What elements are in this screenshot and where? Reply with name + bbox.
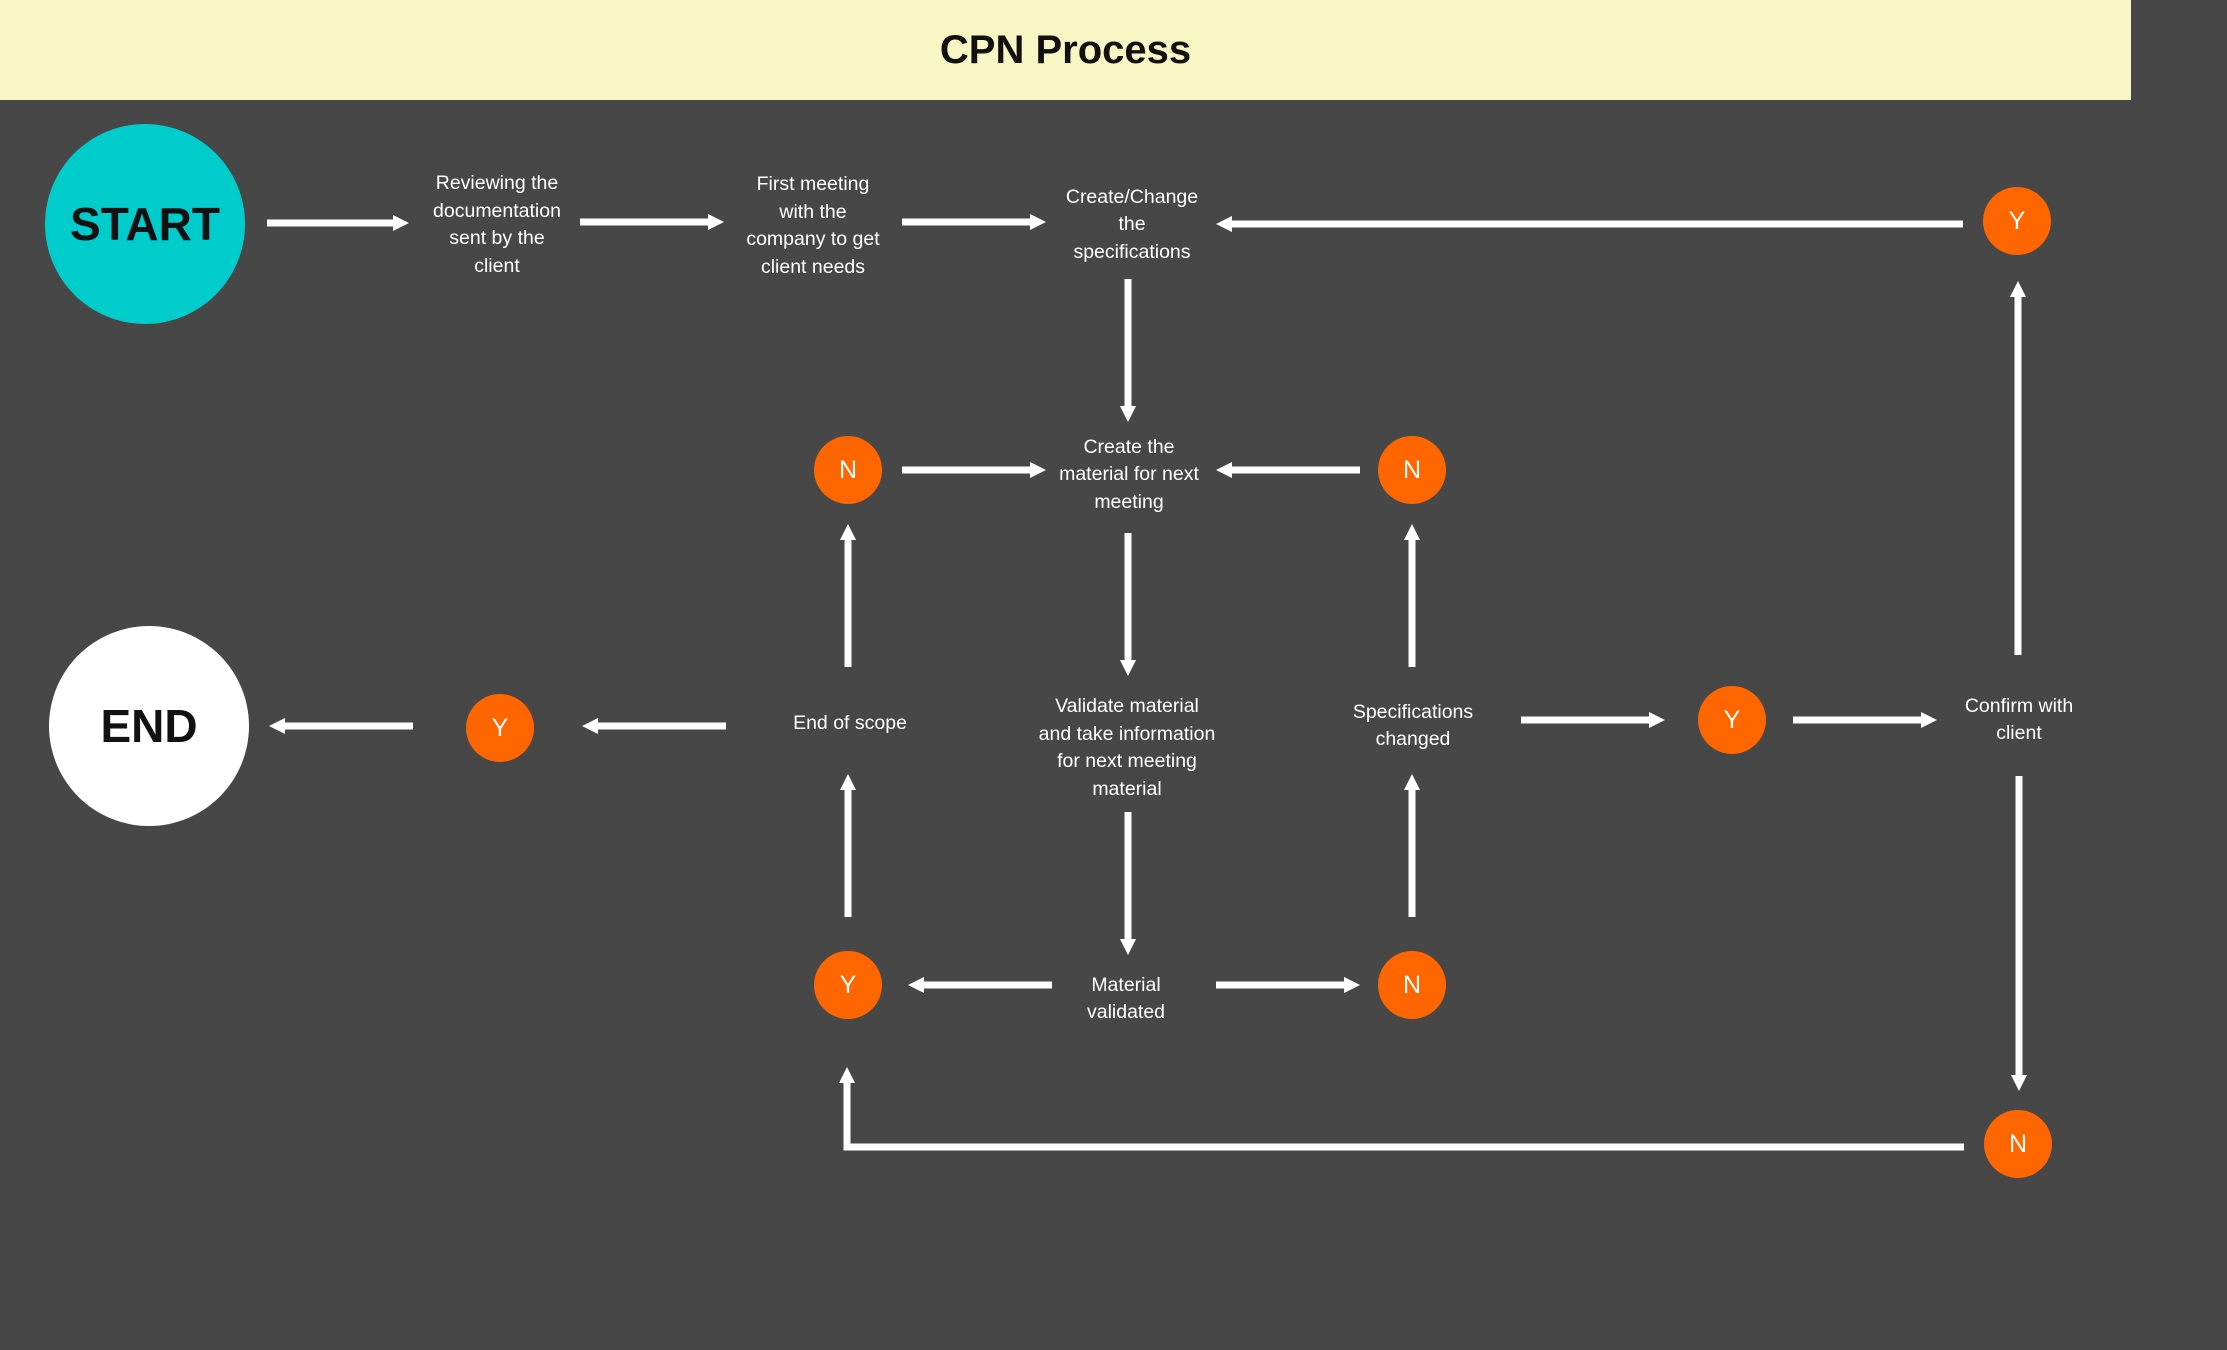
arrow-specs-changed-to-specs-no-head	[1404, 524, 1420, 540]
arrow-validated-to-validated-no	[1216, 977, 1360, 993]
step-material-validated: Material validated	[1086, 973, 1166, 1024]
decision-confirm-yes: Y	[1983, 187, 2051, 255]
step-review-docs: Reviewing the documentation sent by the …	[433, 172, 561, 277]
decision-scope-no: N	[814, 436, 882, 504]
decision-specs-no: N	[1378, 436, 1446, 504]
arrow-scope-to-scope-yes-head	[582, 718, 598, 734]
decision-confirm-no: N	[1984, 1110, 2052, 1178]
arrow-specs-to-create-material	[1120, 279, 1136, 422]
arrow-create-to-validate-head	[1120, 660, 1136, 676]
arrow-start-to-review-head	[393, 215, 409, 231]
arrow-specs-no-to-create-material	[1216, 462, 1360, 478]
arrow-confirm-yes-to-specs-head	[1216, 216, 1232, 232]
arrow-validate-to-validated-head	[1120, 939, 1136, 955]
arrow-specs-changed-to-specs-yes-head	[1649, 712, 1665, 728]
arrow-validated-no-to-specs-changed	[1404, 774, 1420, 917]
arrow-confirm-to-confirm-yes	[2010, 281, 2026, 655]
arrow-confirm-no-to-validated-yes-head	[839, 1067, 855, 1083]
arrow-specs-changed-to-specs-yes	[1521, 712, 1665, 728]
end-node: END	[49, 626, 249, 826]
step-confirm-client: Confirm with client	[1964, 694, 2074, 745]
arrow-scope-to-scope-yes	[582, 718, 726, 734]
step-create-material: Create the material for next meeting	[1059, 435, 1199, 513]
end-label: END	[100, 700, 198, 752]
arrow-validate-to-validated	[1120, 812, 1136, 955]
arrow-specs-changed-to-specs-no	[1404, 524, 1420, 667]
decision-scope-yes: Y	[466, 694, 534, 762]
decision-validated-no: N	[1378, 951, 1446, 1019]
arrow-validated-yes-to-scope-head	[840, 774, 856, 790]
step-specs-changed: Specifications changed	[1352, 700, 1474, 751]
arrow-scope-yes-to-end	[269, 718, 413, 734]
start-label: START	[70, 198, 220, 250]
arrow-scope-no-to-create-material	[902, 462, 1046, 478]
step-validate-material: Validate material and take information f…	[1038, 695, 1216, 800]
arrow-validated-no-to-specs-changed-head	[1404, 774, 1420, 790]
arrow-review-to-first-meeting-head	[708, 214, 724, 230]
decision-validated-yes: Y	[814, 951, 882, 1019]
arrow-confirm-no-to-validated-yes-line	[843, 1079, 1964, 1151]
arrow-confirm-to-confirm-no	[2011, 776, 2027, 1091]
arrow-first-meeting-to-specs-head	[1030, 214, 1046, 230]
arrow-specs-no-to-create-material-head	[1216, 462, 1232, 478]
arrow-scope-to-scope-no-head	[840, 524, 856, 540]
arrow-confirm-to-confirm-no-head	[2011, 1075, 2027, 1091]
arrow-scope-yes-to-end-head	[269, 718, 285, 734]
arrow-validated-yes-to-scope	[840, 774, 856, 917]
arrow-specs-yes-to-confirm	[1793, 712, 1937, 728]
arrow-start-to-review	[267, 215, 409, 231]
arrow-confirm-yes-to-specs	[1216, 216, 1963, 232]
arrow-scope-no-to-create-material-head	[1030, 462, 1046, 478]
arrow-first-meeting-to-specs	[902, 214, 1046, 230]
arrow-scope-to-scope-no	[840, 524, 856, 667]
arrow-validated-to-validated-yes-head	[908, 977, 924, 993]
arrow-confirm-to-confirm-yes-head	[2010, 281, 2026, 297]
header-banner: CPN Process	[0, 0, 2131, 100]
arrow-confirm-no-to-validated-yes	[839, 1067, 1964, 1151]
page-title: CPN Process	[939, 27, 1192, 72]
step-first-meeting: First meeting with the company to get cl…	[746, 173, 880, 278]
decision-specs-yes: Y	[1698, 686, 1766, 754]
arrow-specs-to-create-material-head	[1120, 406, 1136, 422]
step-end-of-scope: End of scope	[793, 712, 907, 735]
arrow-validated-to-validated-no-head	[1344, 977, 1360, 993]
step-create-change-specs: Create/Change the specifications	[1065, 185, 1199, 263]
arrow-validated-to-validated-yes	[908, 977, 1052, 993]
arrow-specs-yes-to-confirm-head	[1921, 712, 1937, 728]
arrow-create-to-validate	[1120, 533, 1136, 676]
arrow-review-to-first-meeting	[580, 214, 724, 230]
start-node: START	[45, 124, 245, 324]
